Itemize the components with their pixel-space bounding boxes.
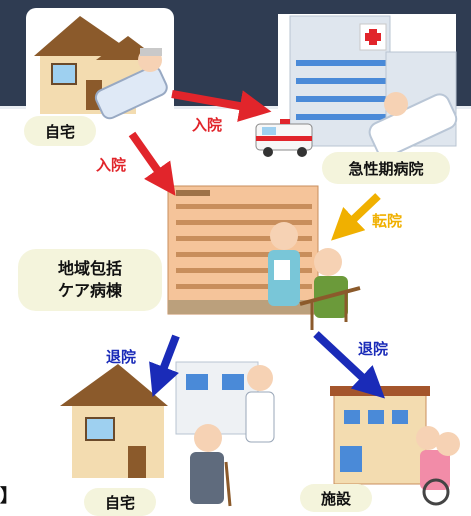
home-bottom-illustration bbox=[60, 361, 275, 507]
discharge-label-facility: 退院 bbox=[358, 340, 389, 358]
corner-bracket-text: 】 bbox=[0, 486, 18, 507]
arrow-home-to-ward bbox=[128, 131, 176, 196]
arrow-acute-to-ward bbox=[331, 193, 381, 241]
community-ward-label: 地域包括 ケア病棟 bbox=[18, 249, 162, 311]
discharge-label-home: 退院 bbox=[106, 348, 137, 366]
community-ward-label-line2: ケア病棟 bbox=[57, 281, 122, 300]
arrow-ward-to-home bbox=[149, 334, 180, 397]
arrow-ward-to-facility bbox=[313, 331, 386, 399]
transfer-label: 転院 bbox=[372, 212, 403, 230]
acute-hospital-label: 急性期病院 bbox=[322, 152, 450, 184]
admission-label-top: 入院 bbox=[192, 116, 223, 134]
ambulance-illustration bbox=[255, 119, 313, 157]
home-top-illustration bbox=[26, 8, 174, 128]
community-ward-label-line1: 地域包括 bbox=[57, 259, 122, 278]
facility-label: 施設 bbox=[300, 484, 372, 512]
community-ward-illustration bbox=[167, 185, 361, 330]
facility-illustration bbox=[330, 386, 460, 506]
home-bottom-label: 自宅 bbox=[84, 488, 156, 516]
arrow-home-to-acute bbox=[171, 90, 272, 122]
admission-label-left: 入院 bbox=[96, 156, 127, 174]
home-top-label: 自宅 bbox=[24, 116, 96, 146]
